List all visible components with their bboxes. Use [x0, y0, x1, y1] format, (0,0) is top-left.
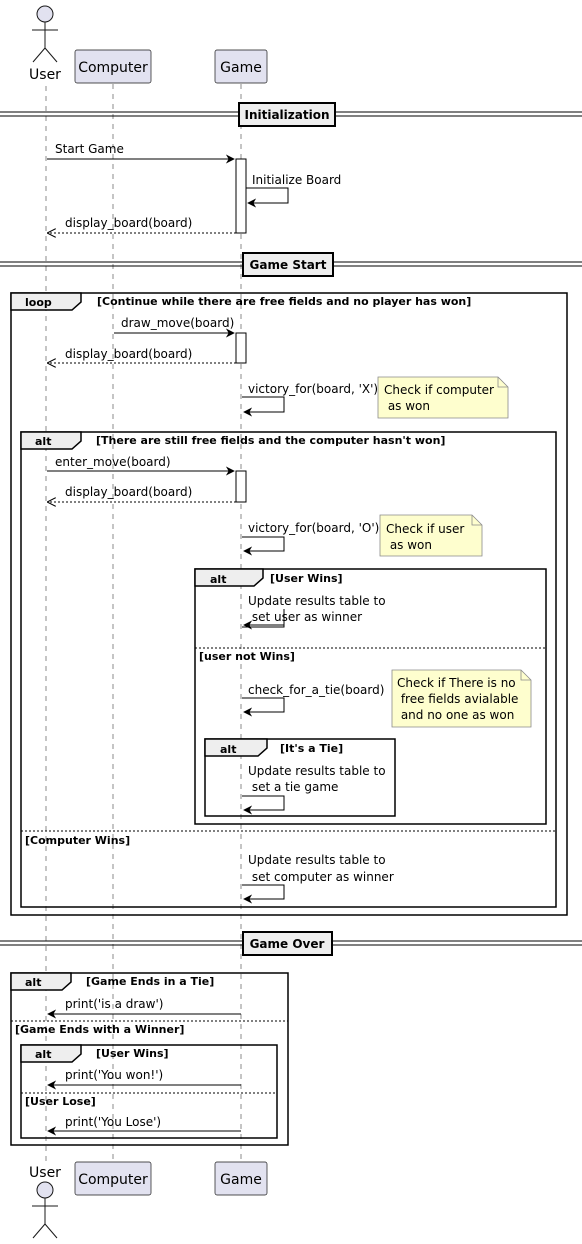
alt4-keyword: alt: [25, 976, 41, 989]
divider-initialization: Initialization: [0, 102, 582, 127]
message-update-computer-1: Update results table to: [248, 853, 386, 867]
note-check-user-line-2: as won: [386, 538, 432, 552]
user-label-bottom: User: [29, 1165, 61, 1181]
alt-fragment-free-fields: alt [There are still free fields and the…: [20, 431, 557, 908]
game-activation-2: [235, 332, 247, 364]
note-check-tie-line-2: free fields avialable: [397, 692, 518, 706]
alt2-else-condition: [user not Wins]: [199, 650, 295, 663]
loop-condition: [Continue while there are free fields an…: [97, 295, 471, 308]
user-actor-bottom: User: [29, 1165, 61, 1239]
note-check-tie-line-1: Check if There is no: [397, 676, 516, 690]
divider-game-over-label: Game Over: [250, 937, 325, 951]
alt4-condition: [Game Ends in a Tie]: [86, 975, 214, 988]
message-victory-o-arrow: [242, 536, 285, 556]
message-victory-x: victory_for(board, 'X'): [248, 382, 378, 396]
note-check-user: Check if user as won: [379, 514, 483, 557]
alt2-condition: [User Wins]: [270, 572, 343, 585]
note-check-user-line-1: Check if user: [386, 522, 464, 536]
divider-game-start: Game Start: [0, 252, 582, 277]
computer-box-top: Computer: [74, 49, 152, 84]
message-update-tie-1: Update results table to: [248, 764, 386, 778]
message-display-board-3: display_board(board): [65, 485, 192, 499]
game-box-top: Game: [214, 49, 268, 84]
message-victory-o: victory_for(board, 'O'): [248, 521, 379, 535]
message-update-computer-2: set computer as winner: [248, 870, 394, 884]
message-check-tie-arrow: [242, 697, 285, 717]
game-label-bottom: Game: [220, 1172, 262, 1188]
message-print-lose: print('You Lose'): [65, 1115, 161, 1129]
message-update-user-1: Update results table to: [248, 594, 386, 608]
game-activation-3: [235, 470, 247, 503]
message-update-user-line: [242, 609, 285, 628]
loop-keyword: loop: [25, 296, 52, 309]
message-update-tie-2: set a tie game: [248, 780, 338, 794]
divider-game-start-label: Game Start: [250, 258, 327, 272]
note-check-computer-line-2: as won: [384, 399, 430, 413]
alt-fragment-user-wins-final: alt [User Wins] [User Lose]: [20, 1044, 278, 1139]
message-start-game: Start Game: [55, 142, 124, 156]
message-initialize-board-arrow: [246, 187, 289, 208]
computer-label-top: Computer: [78, 60, 148, 76]
user-label-top: User: [29, 67, 61, 83]
alt2-keyword: alt: [210, 573, 226, 586]
game-activation-1: [235, 158, 247, 234]
alt1-condition: [There are still free fields and the com…: [96, 434, 445, 447]
user-actor-top: User: [29, 5, 61, 83]
alt5-else-condition: [User Lose]: [25, 1095, 96, 1108]
divider-initialization-label: Initialization: [244, 108, 329, 122]
alt-fragment-game-ends: alt [Game Ends in a Tie] [Game Ends with…: [10, 972, 289, 1146]
message-draw-move: draw_move(board): [121, 316, 234, 330]
message-enter-move: enter_move(board): [55, 455, 171, 469]
note-check-tie-line-3: and no one as won: [397, 708, 514, 722]
alt3-condition: [It's a Tie]: [280, 742, 343, 755]
alt5-keyword: alt: [35, 1048, 51, 1061]
message-print-won: print('You won!'): [65, 1068, 163, 1082]
message-display-board-1: display_board(board): [65, 216, 192, 230]
message-check-tie: check_for_a_tie(board): [248, 683, 384, 697]
message-print-draw: print('is a draw'): [65, 997, 163, 1011]
computer-label-bottom: Computer: [78, 1172, 148, 1188]
message-victory-x-arrow: [242, 396, 285, 417]
loop-fragment: loop [Continue while there are free fiel…: [10, 292, 568, 916]
message-display-board-2: display_board(board): [65, 347, 192, 361]
alt3-keyword: alt: [220, 743, 236, 756]
alt-fragment-its-a-tie: alt [It's a Tie]: [204, 738, 396, 817]
alt5-condition: [User Wins]: [96, 1047, 169, 1060]
note-check-computer: Check if computer as won: [377, 376, 509, 419]
message-update-computer-arrow: [242, 884, 285, 904]
alt1-keyword: alt: [35, 435, 51, 448]
note-check-tie: Check if There is no free fields avialab…: [391, 669, 532, 728]
alt-fragment-user-wins: alt [User Wins] [user not Wins]: [194, 568, 547, 825]
message-update-user-2: set user as winner: [248, 610, 362, 624]
game-box-bottom: Game: [214, 1161, 268, 1196]
divider-game-over: Game Over: [0, 931, 582, 956]
note-check-computer-line-1: Check if computer: [384, 383, 494, 397]
computer-box-bottom: Computer: [74, 1161, 152, 1196]
alt1-else-condition: [Computer Wins]: [25, 834, 130, 847]
alt4-else-condition: [Game Ends with a Winner]: [15, 1023, 184, 1036]
message-initialize-board: Initialize Board: [252, 173, 341, 187]
message-update-tie-arrow: [242, 795, 285, 815]
game-label-top: Game: [220, 60, 262, 76]
